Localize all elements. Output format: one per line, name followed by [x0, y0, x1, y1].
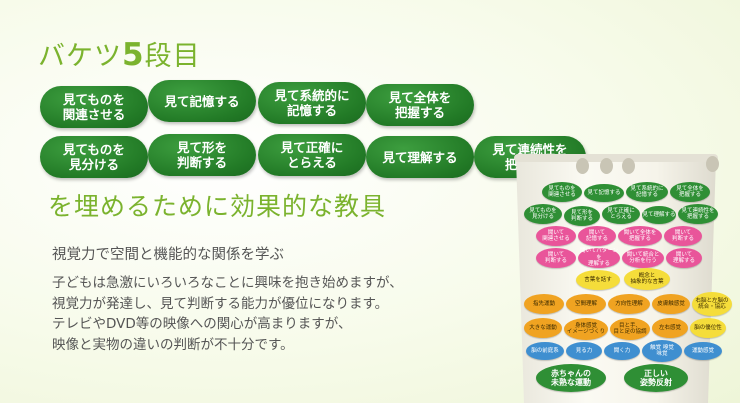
- bucket-pink-oval: 聞いてパターンを 理解する: [578, 248, 620, 268]
- bucket-green-oval: 見て系統的に 記憶する: [626, 182, 668, 202]
- paragraph-line: 映像と実物の違いの判断が不十分です。: [52, 336, 294, 353]
- bucket-hole: [576, 158, 589, 174]
- paragraph-line: 子どもは急激にいろいろなことに興味を抱き始めますが、: [52, 275, 403, 291]
- bucket-yellow-oval: 脳の優位性: [690, 318, 726, 338]
- bucket-green-oval: 見て形を 判断する: [564, 206, 600, 226]
- bucket-orange-oval: 方向性理解: [608, 294, 650, 314]
- bucket-pink-oval: 聞いて 判断する: [536, 248, 576, 268]
- bucket-base-oval: 正しい 姿勢反射: [624, 364, 688, 392]
- heading-number: 5: [122, 37, 145, 73]
- subheading: 視覚力で空間と機能的な関係を学ぶ: [52, 247, 284, 263]
- paragraph-line: 視覚力が発達し、見て判断する能力が優位になります。: [52, 295, 389, 312]
- bucket-pink-oval: 聞いて 理解する: [666, 248, 702, 268]
- bucket-orange-oval: 左右感覚: [652, 318, 688, 338]
- bucket-yellow-oval: 右脳と左脳の 統合・協応: [692, 292, 732, 316]
- skill-pill: 見てものを 見分ける: [40, 136, 148, 178]
- bucket-rim: [514, 154, 718, 162]
- bucket-pink-oval: 聞いて 記憶する: [578, 226, 616, 246]
- bucket-orange-oval: 空間理解: [566, 294, 606, 314]
- bucket-blue-oval: 触覚 嗅覚 味覚: [642, 340, 682, 362]
- heading-prefix: バケツ: [38, 41, 122, 72]
- skill-pill: 見て正確に とらえる: [258, 134, 366, 176]
- skill-pill: 見て形を 判断する: [148, 134, 256, 176]
- bucket-hole: [600, 158, 613, 174]
- bucket-pink-oval: 聞いて 関連させる: [536, 226, 576, 246]
- bucket-blue-oval: 運動感覚: [684, 342, 722, 360]
- bucket-hole: [706, 156, 719, 172]
- bucket-green-oval: 見て記憶する: [584, 184, 624, 202]
- skill-pill: 見てものを 関連させる: [40, 86, 148, 128]
- skill-pill: 見て理解する: [366, 136, 474, 178]
- bucket-pink-oval: 聞いて 判断する: [664, 226, 702, 246]
- bucket-blue-oval: 聞く力: [604, 342, 640, 360]
- bucket-blue-oval: 見る力: [566, 342, 602, 360]
- bucket-illustration: 見てものを 関連させる 見て記憶する 見て系統的に 記憶する 見て全体を 把握す…: [500, 128, 740, 403]
- skill-pill: 見て全体を 把握する: [366, 84, 474, 126]
- bucket-green-oval: 見てものを 関連させる: [542, 182, 582, 202]
- bucket-green-oval: 見て理解する: [642, 206, 676, 224]
- skill-pill: 見て記憶する: [148, 80, 256, 122]
- bucket-orange-oval: 身体感覚 イメージづくり: [564, 318, 608, 340]
- bucket-green-oval: 見てものを 見分ける: [524, 204, 562, 224]
- bucket-orange-oval: 皮膚触感覚: [652, 294, 690, 314]
- bucket-yellow-oval: 概念と 抽象的な言葉: [624, 268, 670, 290]
- bucket-blue-oval: 脳の前庭系: [526, 342, 564, 360]
- bucket-pink-oval: 聞いて全体を 把握する: [618, 226, 662, 246]
- bucket-orange-oval: 目と手、 目と足の協調: [610, 318, 650, 340]
- bucket-green-oval: 見て正確に とらえる: [602, 204, 640, 224]
- description-paragraph: 子どもは急激にいろいろなことに興味を抱き始めますが、 視覚力が発達し、見て判断す…: [52, 273, 492, 355]
- bucket-yellow-oval: 言葉を話す: [576, 270, 620, 290]
- bucket-green-oval: 見て連続性を 把握する: [678, 204, 718, 224]
- bucket-pink-oval: 聞いて統合と 分析を行う: [622, 248, 664, 268]
- skill-pill: 見て系統的に 記憶する: [258, 82, 366, 124]
- bucket-orange-oval: 指先運動: [524, 294, 564, 314]
- bucket-green-oval: 見て全体を 把握する: [670, 182, 710, 202]
- section-heading: バケツ5段目: [38, 34, 201, 73]
- tagline: を埋めるために効果的な教具: [48, 192, 387, 221]
- heading-suffix: 段目: [144, 41, 201, 72]
- bucket-hole: [622, 158, 635, 174]
- paragraph-line: テレビやDVD等の映像への関心が高まりますが、: [52, 316, 352, 332]
- bucket-base-oval: 赤ちゃんの 未熟な運動: [536, 364, 606, 392]
- bucket-orange-oval: 大きな運動: [524, 318, 562, 338]
